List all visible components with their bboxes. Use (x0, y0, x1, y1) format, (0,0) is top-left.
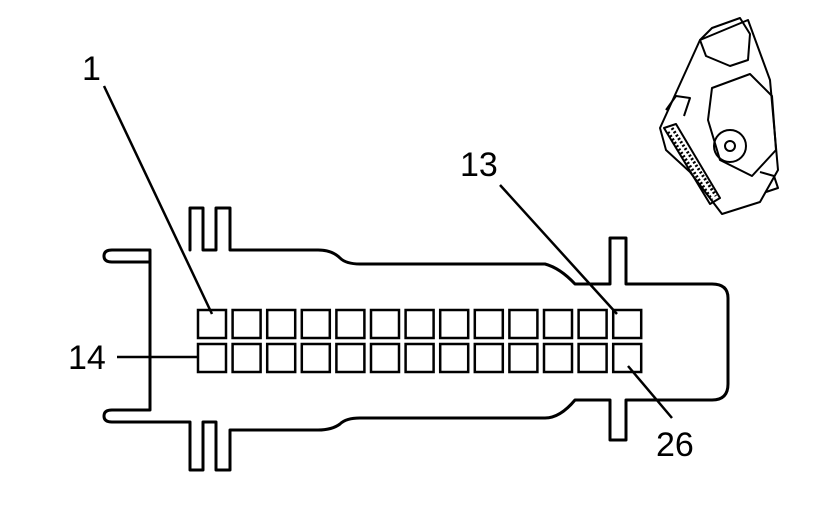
pin-cavity-11 (542, 308, 574, 340)
thumbnail-pin-face (663, 123, 721, 205)
pin-cavity-7 (404, 308, 435, 340)
pin-cavity-22 (473, 342, 505, 374)
pin-cavity-5 (335, 308, 366, 340)
pin-cavity-17 (300, 342, 332, 374)
leader-pin-26 (627, 365, 673, 419)
pin-cavity-1 (196, 308, 228, 340)
pin-cavity-8 (438, 308, 470, 340)
pin-cavity-15 (231, 342, 262, 374)
pin-cavity-25 (577, 342, 608, 374)
callout-label-pin-14: 14 (68, 339, 106, 377)
pin-cavity-3 (265, 308, 297, 340)
pin-cavity-9 (473, 308, 505, 340)
thumbnail-pin-rows (666, 127, 718, 201)
pin-cavity-4 (300, 308, 332, 340)
thumbnail-lever-pivot-inner (724, 140, 736, 152)
pin-cavity-19 (369, 342, 401, 374)
callout-label-pin-26: 26 (656, 426, 694, 464)
pin-cavity-13 (611, 308, 643, 340)
callout-leaders (102, 85, 673, 419)
pin-cavity-10 (508, 308, 539, 340)
callout-label-pin-13: 13 (460, 146, 498, 184)
pin-cavity-20 (404, 342, 435, 374)
thumbnail-bottom-tab (759, 171, 779, 193)
connector-thumbnail-illustration (659, 17, 779, 215)
pin-cavity-14 (196, 342, 228, 374)
thumbnail-top-latch (699, 17, 751, 67)
thumbnail-left-tab (665, 95, 691, 117)
pin-cavity-26 (611, 342, 643, 374)
cavity-grid (196, 308, 643, 374)
housing-left-latch (102, 254, 152, 264)
pin-cavity-16 (265, 342, 297, 374)
pin-cavity-2 (231, 308, 262, 340)
pin-cavity-21 (438, 342, 470, 374)
pin-cavity-12 (577, 308, 608, 340)
pin-cavity-18 (335, 342, 366, 374)
pin-cavity-24 (542, 342, 574, 374)
callout-label-pin-1: 1 (82, 50, 101, 88)
thumbnail-lever-pivot (713, 129, 747, 163)
housing-body-outline (102, 206, 730, 472)
thumbnail-cover (707, 73, 777, 177)
leader-pin-1 (102, 85, 214, 315)
thumbnail-body (659, 19, 779, 215)
pin-cavity-23 (508, 342, 539, 374)
pin-cavity-6 (369, 308, 401, 340)
connector-housing (102, 206, 730, 472)
leader-pin-13 (499, 184, 618, 315)
